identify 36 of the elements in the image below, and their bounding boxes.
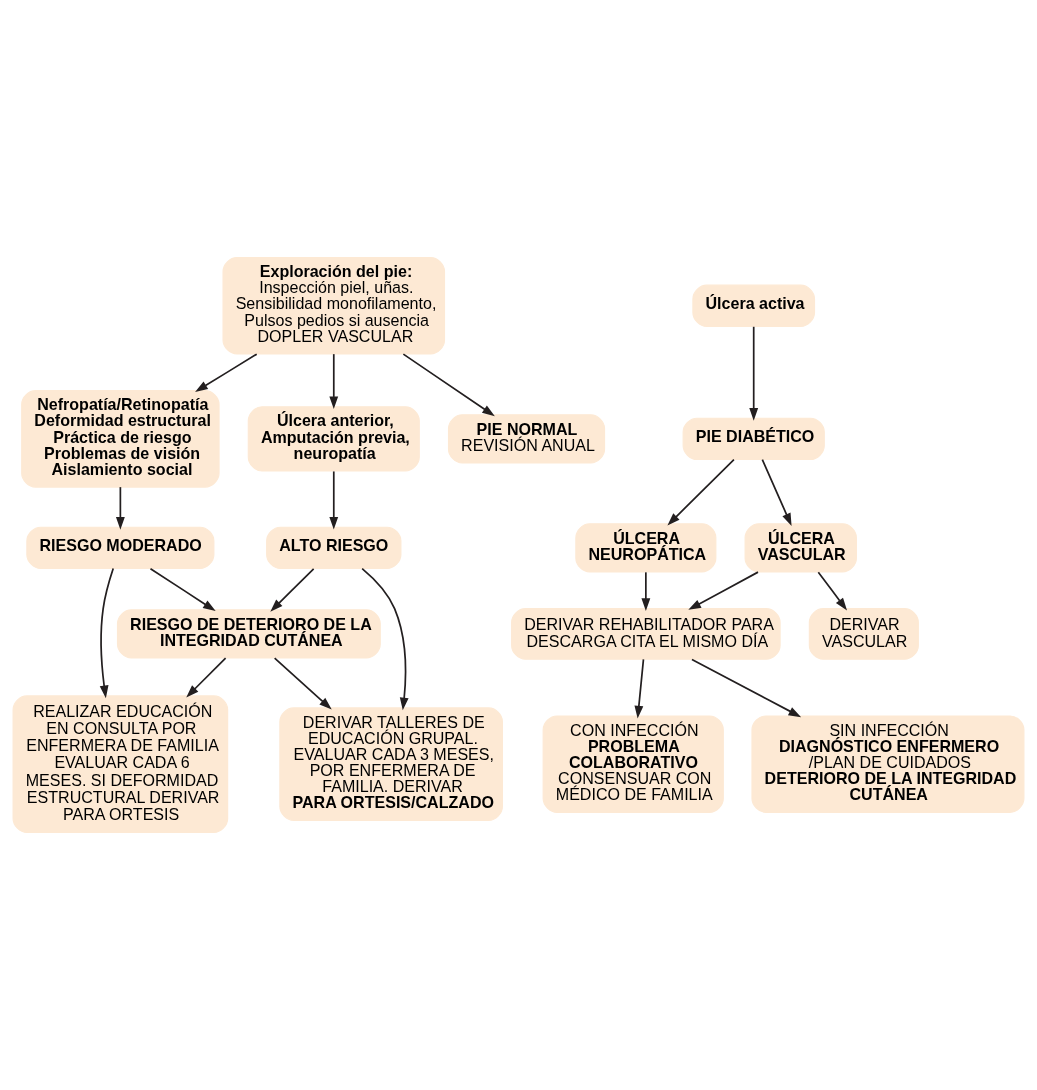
node-box: RIESGO DE DETERIORO DE LA INTEGRIDAD CUTÁNEA (116, 609, 381, 659)
node-box: DERIVAR VASCULAR (808, 608, 919, 660)
node-box: PIE NORMAL REVISIÓN ANUAL (447, 414, 606, 464)
node-box: DERIVAR TALLERES DE EDUCACIÓN GRUPAL. EVALUAR CADA 3 MESES, POR ENFERMERA DE FAMILIA. DERIVAR PARA ORTESIS/CALZADO (279, 707, 503, 821)
arrow (149, 567, 216, 612)
node-box: ÚLCERA NEUROPÁTICA (575, 523, 717, 573)
arrow (273, 657, 332, 710)
node-box: Nefropatía/Retinopatía Deformidad estructural Práctica de riesgo Problemas de visión Aislamiento social (21, 390, 220, 488)
node-box: SIN INFECCIÓN DIAGNÓSTICO ENFERMERO /PLAN DE CUIDADOS DETERIORO DE LA INTEGRIDAD CUTÁNEA (751, 715, 1025, 813)
node-box: DERIVAR REHABILITADOR PARA DESCARGA CITA EL MISMO DÍA (511, 608, 781, 660)
arrow (329, 353, 339, 410)
node-box: Úlcera anterior, Amputación previa, neuropatía (247, 406, 420, 472)
arrow (688, 571, 759, 610)
arrow (749, 325, 759, 421)
arrow (195, 353, 258, 392)
node-box: Exploración del pie: Inspección piel, uñas. Sensibilidad monofilamento, Pulsos pedios si ausencia DOPLER VASCULAR (222, 257, 446, 355)
node-box: ALTO RIESGO (266, 526, 402, 570)
arrow (667, 458, 735, 526)
arrow (641, 571, 651, 611)
arrow (186, 657, 227, 698)
arrow (817, 571, 848, 611)
arrow (329, 470, 339, 530)
arrow (270, 568, 315, 612)
arrow (115, 486, 125, 530)
arrow (761, 458, 792, 526)
node-box: RIESGO MODERADO (26, 526, 215, 570)
node-box: Úlcera activa (692, 284, 816, 327)
arrow (634, 658, 645, 719)
arrow (361, 567, 409, 711)
arrow (99, 567, 115, 699)
node-box: REALIZAR EDUCACIÓN EN CONSULTA POR ENFERMERA DE FAMILIA EVALUAR CADA 6 MESES. SI DEFORMIDAD ESTRUCTURAL DERIVAR PARA ORTESIS (12, 695, 229, 833)
arrow (691, 658, 802, 718)
node-box: CON INFECCIÓN PROBLEMA COLABORATIVO CONSENSUAR CON MÉDICO DE FAMILIA (542, 715, 724, 813)
node-box: ÚLCERA VASCULAR (744, 523, 857, 573)
node-box: PIE DIABÉTICO (682, 417, 825, 461)
arrow (402, 353, 495, 417)
